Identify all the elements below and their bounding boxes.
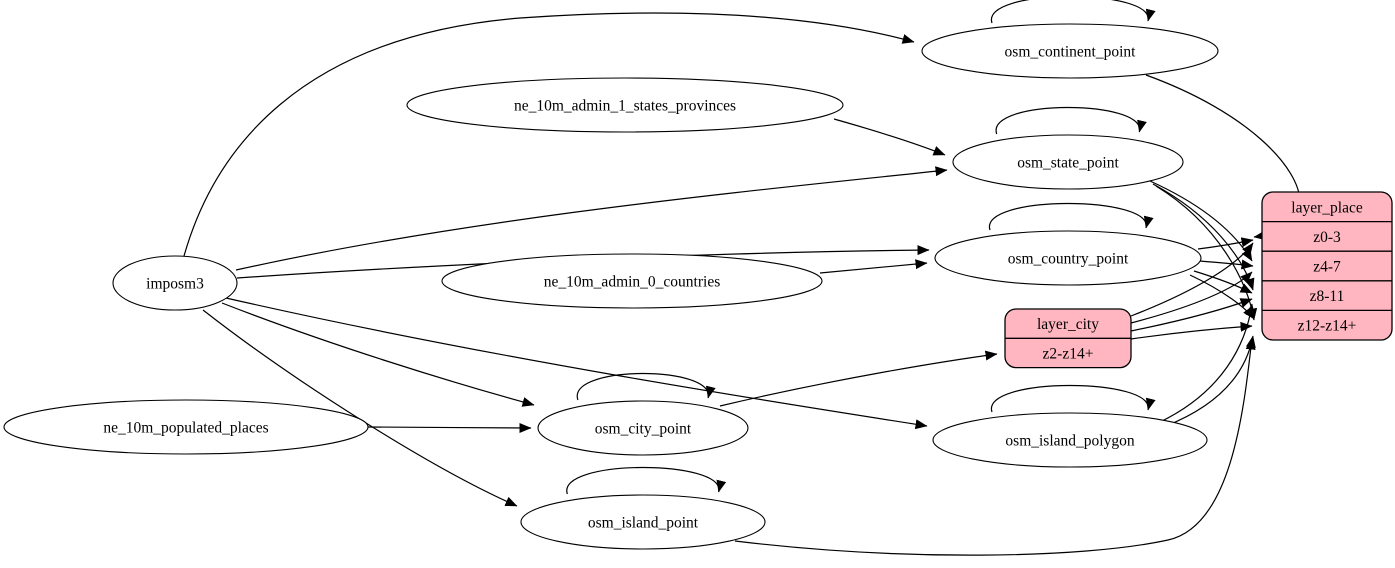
edge-osm_country_point-to-layer_place-z12-z14+ — [1189, 274, 1255, 320]
node-shape-osm_city_point — [537, 400, 749, 456]
node-shape-imposm3 — [112, 255, 238, 311]
edge-osm_country_point-to-layer_place-z8-11 — [1193, 270, 1253, 294]
edge-osm_island_point-to-layer_place-z12-z14+ — [734, 337, 1256, 556]
node-label-osm_island_point: osm_island_point — [588, 515, 699, 532]
node-osm_country_point: osm_country_point — [934, 230, 1202, 286]
edge-layer_city-to-layer_place-z12-z14+ — [1130, 321, 1253, 340]
record-row-label-layer_city-0: layer_city — [1037, 316, 1099, 333]
self-loop-osm_continent_point — [991, 0, 1156, 24]
node-shape-ne_10m_admin_0_countries — [441, 253, 823, 309]
edge-osm_country_point-to-layer_place-z4-7 — [1199, 259, 1254, 270]
edge-imposm3-to-osm_island_polygon — [225, 297, 928, 430]
record-row-label-layer_place-4: z12-z14+ — [1298, 318, 1357, 335]
node-label-osm_city_point: osm_city_point — [595, 421, 692, 438]
node-shape-osm_island_point — [520, 494, 766, 550]
node-osm_island_polygon: osm_island_polygon — [932, 412, 1208, 468]
edge-osm_city_point-to-layer_city-z2-z14+ — [719, 350, 998, 407]
record-shape-layer_place — [1261, 191, 1393, 341]
self-loop-osm_city_point — [576, 372, 716, 401]
node-imposm3: imposm3 — [112, 255, 238, 311]
edge-ne_10m_populated_places-to-osm_city_point — [367, 422, 532, 433]
node-shape-osm_island_polygon — [932, 412, 1208, 468]
node-ne_10m_populated_places: ne_10m_populated_places — [3, 399, 369, 455]
node-label-imposm3: imposm3 — [146, 276, 204, 293]
node-shape-osm_country_point — [934, 230, 1202, 286]
record-row-label-layer_city-1: z2-z14+ — [1043, 345, 1094, 362]
node-shape-osm_state_point — [952, 134, 1184, 190]
record-row-label-layer_place-0: layer_place — [1291, 199, 1363, 216]
self-loop-osm_country_point — [989, 202, 1154, 231]
record-row-label-layer_place-2: z4-7 — [1313, 259, 1341, 276]
node-label-osm_continent_point: osm_continent_point — [1005, 44, 1137, 61]
record-layer_place: layer_place z0-3 z4-7 z8-11 z12-z14+ — [1261, 191, 1393, 341]
edge-osm_island_polygon-to-layer_place-z8-11 — [1159, 303, 1256, 423]
edge-osm_country_point-to-layer_place-z0-3 — [1197, 237, 1254, 250]
edges-layer — [183, 0, 1301, 556]
self-loop-osm_island_point — [566, 466, 727, 495]
node-shape-ne_10m_populated_places — [3, 399, 369, 455]
node-label-ne_10m_admin_1_states_provinces: ne_10m_admin_1_states_provinces — [514, 98, 736, 115]
edge-layer_city-to-layer_place-z0-3 — [1130, 242, 1254, 317]
self-loop-osm_island_polygon — [991, 384, 1156, 413]
node-osm_city_point: osm_city_point — [537, 400, 749, 456]
edge-imposm3-to-osm_state_point — [235, 166, 948, 271]
node-shape-osm_continent_point — [921, 23, 1219, 79]
node-label-osm_state_point: osm_state_point — [1017, 155, 1119, 172]
node-label-ne_10m_populated_places: ne_10m_populated_places — [103, 420, 268, 437]
node-label-osm_country_point: osm_country_point — [1008, 251, 1129, 268]
node-osm_island_point: osm_island_point — [520, 494, 766, 550]
node-ne_10m_admin_1_states_provinces: ne_10m_admin_1_states_provinces — [406, 77, 844, 133]
record-layer_city: layer_city z2-z14+ — [1004, 308, 1132, 369]
edge-ne_10m_admin_0_countries-to-osm_country_point — [819, 259, 928, 274]
node-label-osm_island_polygon: osm_island_polygon — [1005, 433, 1134, 450]
edge-imposm3-to-osm_city_point — [221, 302, 535, 407]
edge-osm_island_polygon-to-layer_place-z12-z14+ — [1165, 335, 1256, 427]
nodes-layer: imposm3 ne_10m_admin_1_states_provincesne… — [3, 23, 1393, 550]
edge-ne_10m_admin_1_states_provinces-to-osm_state_point — [833, 118, 946, 156]
edge-layer_city-to-layer_place-z4-7 — [1130, 271, 1253, 324]
record-row-label-layer_place-1: z0-3 — [1313, 229, 1341, 246]
self-loop-osm_state_point — [995, 106, 1147, 135]
node-ne_10m_admin_0_countries: ne_10m_admin_0_countries — [441, 253, 823, 309]
node-osm_continent_point: osm_continent_point — [921, 23, 1219, 79]
edge-layer_city-to-layer_place-z8-11 — [1130, 298, 1253, 332]
record-row-label-layer_place-3: z8-11 — [1310, 288, 1345, 305]
node-label-ne_10m_admin_0_countries: ne_10m_admin_0_countries — [544, 274, 721, 291]
edge-imposm3-to-osm_continent_point — [183, 12, 915, 257]
node-shape-ne_10m_admin_1_states_provinces — [406, 77, 844, 133]
node-osm_state_point: osm_state_point — [952, 134, 1184, 190]
